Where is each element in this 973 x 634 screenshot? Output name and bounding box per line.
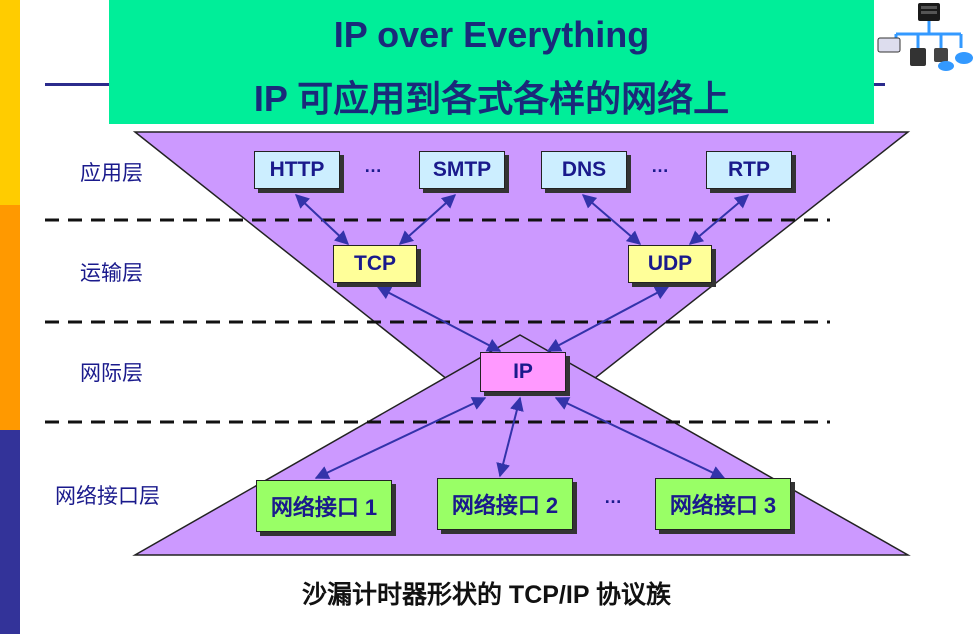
link-box-2: 网络接口 2 xyxy=(437,478,573,530)
sidebar-navy-segment xyxy=(0,430,20,634)
arrow-smtp-tcp xyxy=(398,194,457,245)
link-box-3: 网络接口 3 xyxy=(655,478,791,530)
protocol-box-rtp: RTP xyxy=(706,151,792,189)
diagram-caption: 沙漏计时器形状的 TCP/IP 协议族 xyxy=(301,581,671,609)
arrow-tcp-ip xyxy=(376,286,502,352)
arrow-rtp-udp xyxy=(688,194,750,245)
link-box-1: 网络接口 1 xyxy=(256,480,392,532)
ellipsis-app-right: … xyxy=(651,156,669,176)
arrow-udp-ip xyxy=(546,286,670,352)
sidebar-stripe xyxy=(0,0,20,634)
arrow-http-tcp xyxy=(294,194,350,245)
protocol-box-dns: DNS xyxy=(541,151,627,189)
sidebar-yellow-segment xyxy=(0,0,20,205)
sidebar-orange-segment xyxy=(0,205,20,430)
protocol-box-http: HTTP xyxy=(254,151,340,189)
title-line-1: IP over Everything xyxy=(333,14,650,55)
layer-label-application: 应用层 xyxy=(80,162,143,185)
network-logo-icon xyxy=(877,3,973,71)
layer-label-internet: 网际层 xyxy=(80,362,143,385)
ellipsis-app-left: … xyxy=(364,156,382,176)
protocol-box-ip: IP xyxy=(480,352,566,392)
title-banner: IP over Everything IP 可应用到各式各样的网络上 xyxy=(109,0,874,124)
protocol-box-smtp: SMTP xyxy=(419,151,505,189)
protocol-box-tcp: TCP xyxy=(333,245,417,283)
arrow-ip-link2 xyxy=(496,396,524,478)
layer-label-link: 网络接口层 xyxy=(55,485,160,508)
arrow-dns-udp xyxy=(581,194,642,245)
arrow-ip-link1 xyxy=(314,397,487,479)
title-line-2: IP 可应用到各式各样的网络上 xyxy=(253,78,730,119)
protocol-box-udp: UDP xyxy=(628,245,712,283)
ellipsis-link: … xyxy=(604,487,622,507)
arrow-ip-link3 xyxy=(554,397,726,479)
layer-label-transport: 运输层 xyxy=(80,262,143,285)
